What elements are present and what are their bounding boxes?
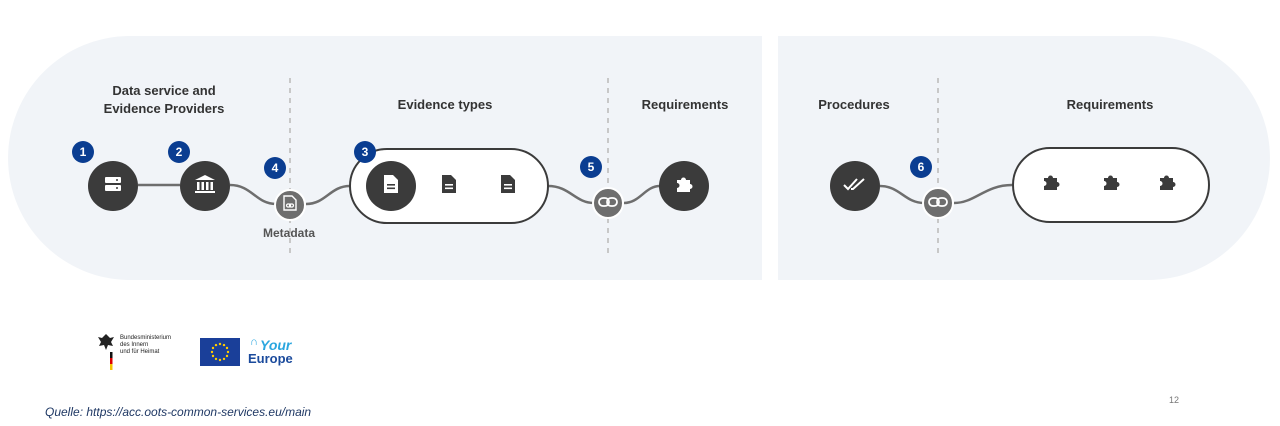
- section-title-requirements-left: Requirements: [641, 97, 729, 112]
- section-dividers: [289, 78, 939, 258]
- bank-icon: [194, 174, 216, 199]
- your-europe-top: Your: [260, 337, 292, 353]
- evidence-provider-node[interactable]: [180, 161, 230, 211]
- step-badge-4: 4: [264, 157, 286, 179]
- link-icon: [598, 194, 618, 212]
- connector-6-req: [953, 183, 1013, 205]
- eu-flag: [200, 338, 240, 366]
- source-note[interactable]: Quelle: https://acc.oots-common-services…: [45, 405, 312, 419]
- your-europe-logo: ∩ Your Europe: [248, 336, 293, 366]
- metadata-link-icon: [283, 194, 297, 216]
- ministry-line-1: Bundesministerium: [120, 335, 172, 341]
- eu-stars-icon: [210, 342, 230, 362]
- metadata-label: Metadata: [263, 226, 316, 240]
- connector-proc-6: [879, 184, 925, 205]
- connector-2-4: [229, 183, 277, 206]
- metadata-node[interactable]: [274, 189, 306, 221]
- procedure-node[interactable]: [830, 161, 880, 211]
- section-title-evidence-types: Evidence types: [397, 97, 493, 112]
- step-badge-3: 3: [354, 141, 376, 163]
- ministry-logo: [96, 332, 176, 374]
- ministry-logo-text: Bundesministerium des Innern und für Hei…: [120, 335, 171, 356]
- server-icon: [104, 175, 122, 198]
- puzzle-icon: [674, 174, 694, 199]
- page-number: 12: [1169, 395, 1180, 405]
- eagle-emblem-icon: [98, 334, 114, 370]
- connector-4-3: [305, 184, 351, 206]
- your-europe-bottom: Europe: [248, 351, 293, 366]
- ministry-line-2: des Innern: [120, 342, 149, 348]
- section-title-providers: Data service and Evidence Providers: [103, 83, 225, 116]
- requirement-item-1[interactable]: [1040, 173, 1062, 195]
- document-icon: [383, 174, 399, 199]
- requirement-item-2[interactable]: [1100, 173, 1122, 195]
- link-node-evidence-requirements[interactable]: [592, 187, 624, 219]
- document-icon: [500, 174, 516, 199]
- connector-3-5: [547, 184, 595, 205]
- double-check-icon: [843, 177, 867, 196]
- step-badge-5: 5: [580, 156, 602, 178]
- ministry-line-3: und für Heimat: [120, 349, 160, 355]
- step-badge-2: 2: [168, 141, 190, 163]
- document-icon: [441, 174, 457, 199]
- connectors: [138, 183, 1013, 206]
- section-title-procedures: Procedures: [818, 97, 890, 112]
- puzzle-icon: [1041, 172, 1061, 197]
- connector-5-req: [623, 184, 661, 205]
- evidence-type-node-main[interactable]: [366, 161, 416, 211]
- evidence-type-item-3[interactable]: [497, 174, 519, 198]
- data-service-node[interactable]: [88, 161, 138, 211]
- your-europe-smile-icon: ∩: [250, 336, 258, 348]
- section-title-requirements-right: Requirements: [1066, 97, 1154, 112]
- link-icon: [928, 194, 948, 212]
- requirement-node[interactable]: [659, 161, 709, 211]
- step-badge-1: 1: [72, 141, 94, 163]
- evidence-type-item-2[interactable]: [438, 174, 460, 198]
- link-node-procedure-requirements[interactable]: [922, 187, 954, 219]
- step-badge-6: 6: [910, 156, 932, 178]
- puzzle-icon: [1157, 172, 1177, 197]
- puzzle-icon: [1101, 172, 1121, 197]
- requirement-item-3[interactable]: [1156, 173, 1178, 195]
